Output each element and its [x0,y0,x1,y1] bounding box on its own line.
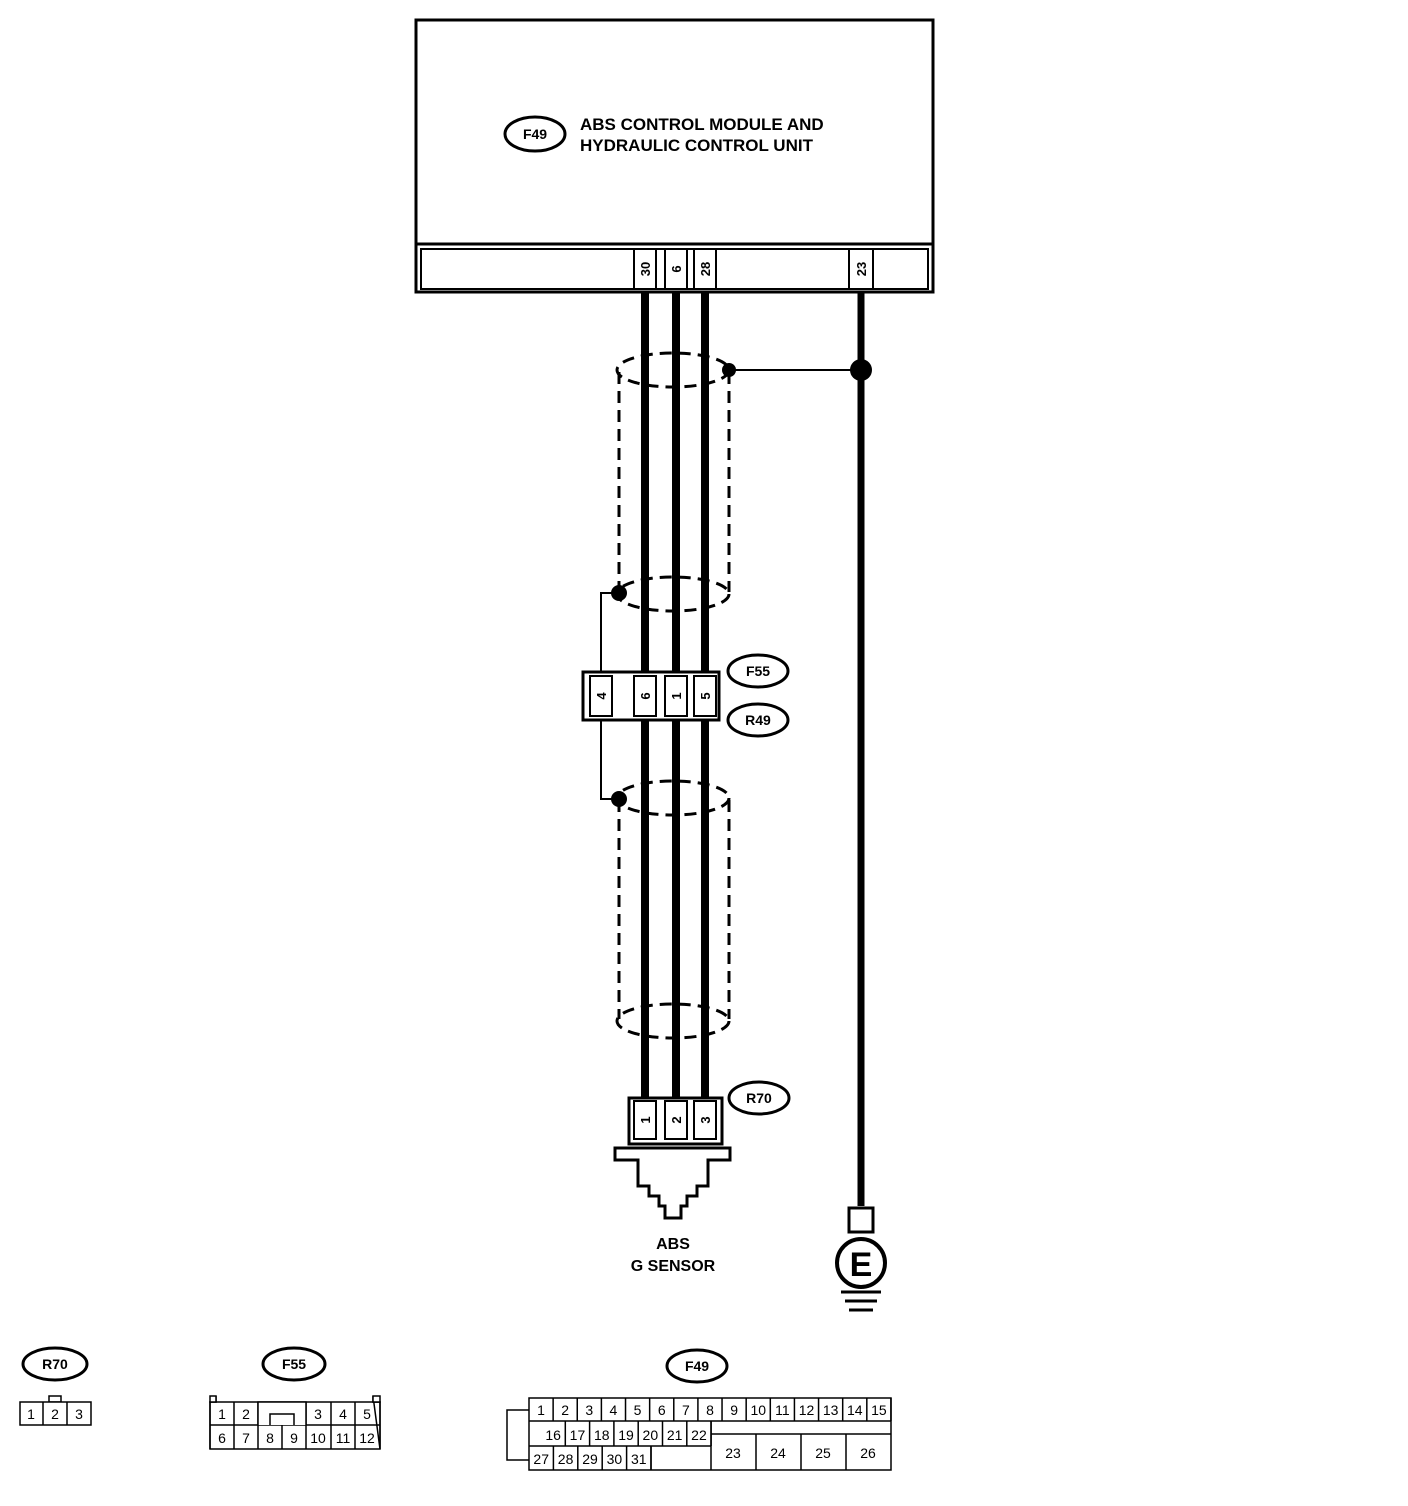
ground-symbol: E [850,1246,873,1284]
f49-view-pin: 28 [558,1451,574,1467]
f49-view-pin: 25 [815,1445,831,1461]
shield-drain [600,369,861,800]
f49-view-pin: 10 [750,1402,766,1418]
f49-row2: 16 17 18 19 20 21 22 [545,1421,712,1446]
f55-pin-4: 4 [594,692,609,700]
module-pins: 30 6 28 23 [633,248,874,290]
f49-view-pin: 7 [682,1402,690,1418]
splice-dot-large [850,359,872,381]
f49-view-pin: 30 [607,1451,623,1467]
ground-icon [835,1237,887,1289]
f49-view-pin: 19 [618,1427,634,1443]
module-title-line1: ABS CONTROL MODULE AND [580,115,824,134]
f55-tag: F55 [746,663,770,679]
f49-view-pin: 14 [847,1402,863,1418]
f49-view-pin: 29 [582,1451,598,1467]
f49-view-pin: 13 [823,1402,839,1418]
f49-view-pin: 27 [533,1451,549,1467]
r70-tag: R70 [746,1090,772,1106]
r70-view-tag-oval [21,1346,89,1382]
f49-view-pin: 1 [537,1402,545,1418]
splice-dot [722,363,736,377]
f55-view-pin: 11 [336,1430,351,1446]
r70-pin-2: 2 [669,1116,684,1123]
f55-tag-oval [726,653,790,689]
f55-view-pin: 12 [359,1430,375,1446]
module-pin-30: 30 [638,262,653,276]
r70-view-pin: 2 [51,1406,59,1422]
f55-view-pin: 9 [290,1430,298,1446]
f55-view-pin: 3 [314,1406,322,1422]
f49-view-pin: 5 [634,1402,642,1418]
module-pin-28: 28 [698,262,713,276]
f49-view-pin: 26 [860,1445,876,1461]
f49-view-pin: 23 [725,1445,741,1461]
f49-view-pin: 12 [799,1402,815,1418]
f55-view-tag-oval [261,1346,327,1382]
f55-pin-6: 6 [638,692,653,699]
r70-view-tag: R70 [42,1356,68,1372]
module-pin-6: 6 [669,265,684,272]
f49-view-pin: 9 [730,1402,738,1418]
ground-point: E [835,1206,887,1312]
r70-view-pin: 3 [75,1406,83,1422]
connector-view-r70: R70 1 2 3 [19,1346,92,1426]
f55-view-pin: 8 [266,1430,274,1446]
f49-view-pin: 18 [594,1427,610,1443]
f49-view-pin: 2 [561,1402,569,1418]
f49-view-pin: 22 [691,1427,707,1443]
f55-view-tag: F55 [282,1356,306,1372]
f49-row3: 27 28 29 30 31 [533,1446,652,1470]
splice-points [611,359,872,807]
f49-view-pin: 17 [570,1427,586,1443]
f55-pin-1: 1 [669,692,684,699]
f49-view-pin: 6 [658,1402,666,1418]
f49-view-pin: 20 [643,1427,659,1443]
f49-view-pin: 31 [631,1451,647,1467]
module-pin-23: 23 [854,262,869,276]
r49-tag: R49 [745,712,771,728]
f55-view-pin: 1 [218,1406,226,1422]
f49-view-pin: 21 [667,1427,683,1443]
f55-view-pin: 6 [218,1430,226,1446]
module-tag: F49 [523,126,547,142]
splice-dot [611,791,627,807]
f55-view-pin: 7 [242,1430,250,1446]
f49-view-pin: 3 [585,1402,593,1418]
sensor-body-icon [613,1146,732,1220]
f49-view-pin: 4 [610,1402,618,1418]
r70-view-pin: 1 [27,1406,35,1422]
module-title-line2: HYDRAULIC CONTROL UNIT [580,136,814,155]
connector-view-f55: F55 1 2 3 4 5 6 7 8 9 10 11 12 [209,1346,381,1450]
intermediate-connector: 4 6 1 5 F55 R49 [581,653,790,738]
f55-view-pin: 4 [339,1406,347,1422]
sensor-label-line1: ABS [656,1236,690,1253]
r70-tag-oval [727,1080,791,1116]
f49-view-pin: 8 [706,1402,714,1418]
f55-view-pin: 10 [310,1430,326,1446]
f49-view-pin: 16 [545,1427,561,1443]
f55-pin-5: 5 [698,692,713,699]
f55-view-pin: 5 [363,1406,371,1422]
sensor-label-line2: G SENSOR [631,1258,716,1275]
signal-wires [641,291,865,1206]
splice-dot [611,585,627,601]
r49-tag-oval [726,702,790,738]
g-sensor: 1 2 3 R70 ABS G SENSOR [613,1080,791,1275]
r70-pin-3: 3 [698,1116,713,1123]
f49-view-pin: 15 [871,1402,887,1418]
f49-view-pin: 24 [770,1445,786,1461]
f49-view-tag: F49 [685,1358,709,1374]
module-tag-oval [503,115,567,153]
f55-view-pin: 2 [242,1406,250,1422]
f49-view-tag-oval [665,1348,729,1384]
r70-pin-1: 1 [638,1116,653,1123]
f49-view-pin: 11 [775,1402,790,1418]
